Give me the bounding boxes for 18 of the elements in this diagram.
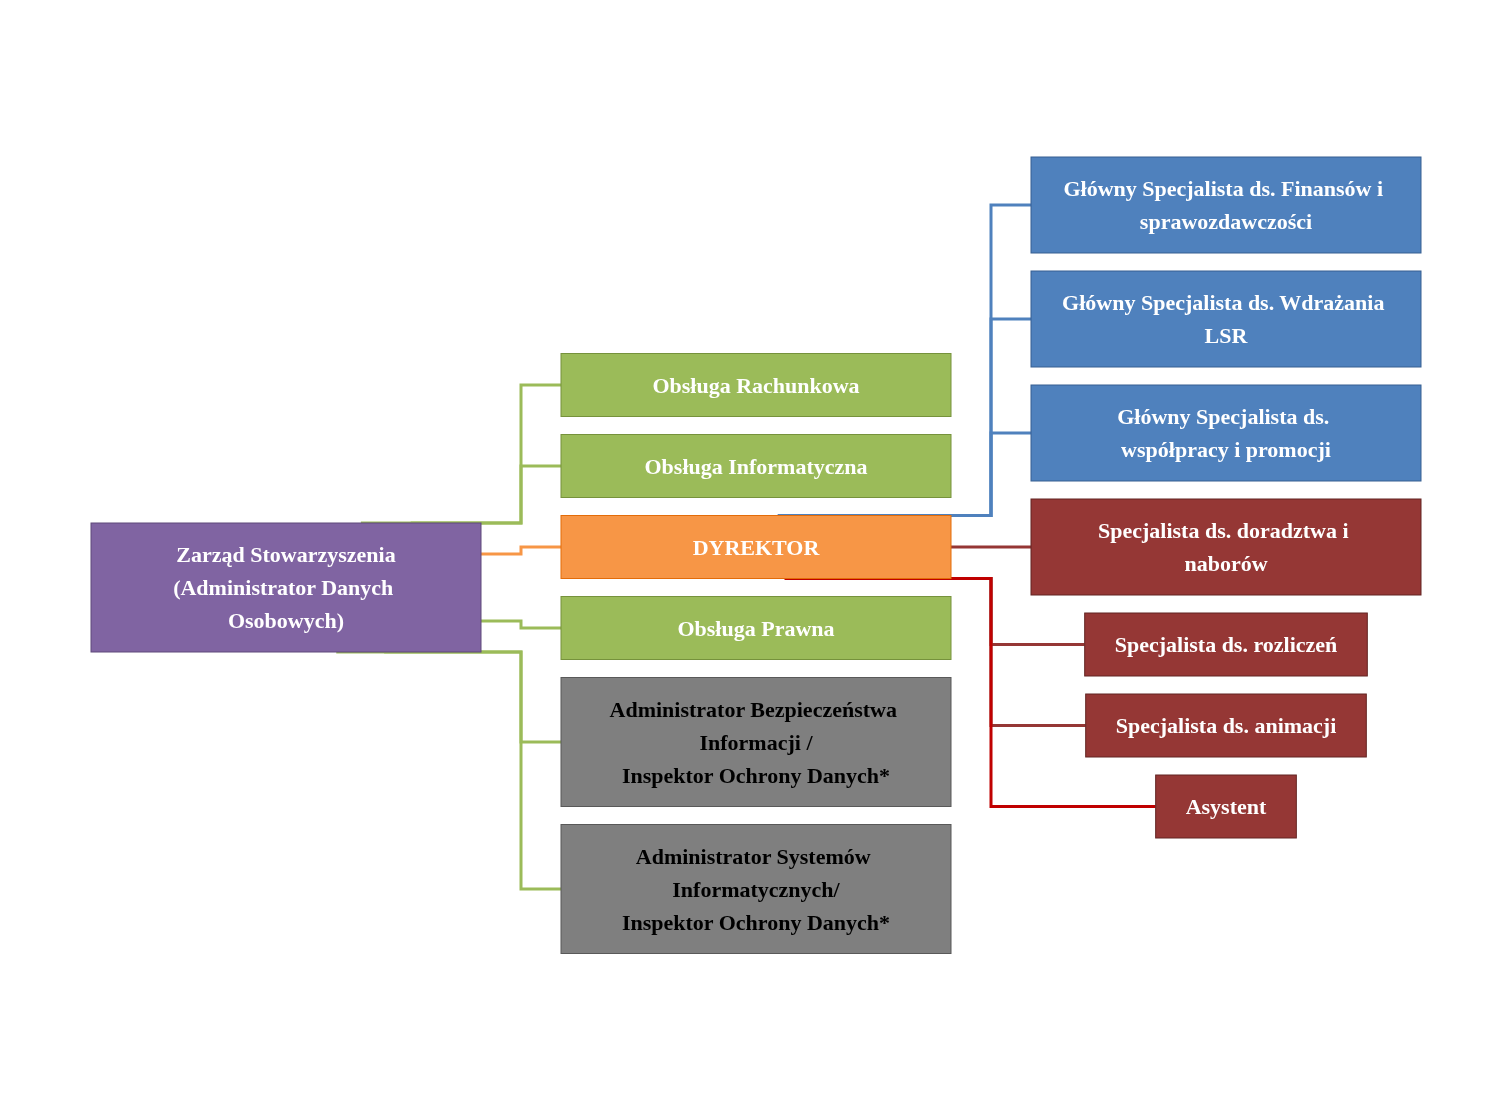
node-box: Specjalista ds. doradztwa i naborów [1030, 498, 1421, 596]
node-box: Asystent [1154, 774, 1297, 839]
connector [335, 650, 562, 891]
node-box: Główny Specjalista ds. współpracy i promocji [1030, 384, 1421, 482]
node-box: Obsługa Rachunkowa [560, 352, 951, 417]
node-box: DYREKTOR [560, 514, 951, 579]
node-box: Główny Specjalista ds. Finansów i sprawozdawczości [1030, 156, 1421, 254]
node-box: Obsługa Prawna [560, 595, 951, 660]
connector [480, 545, 562, 556]
node-box: Zarząd Stowarzyszenia (Administrator Danych Osobowych) [90, 522, 481, 653]
connector [480, 619, 562, 630]
node-box: Specjalista ds. rozliczeń [1083, 612, 1368, 677]
node-box: Obsługa Informatyczna [560, 433, 951, 498]
connector [950, 545, 1032, 549]
node-box: Administrator Systemów Informatycznych/ Inspektor Ochrony Danych* [560, 823, 951, 954]
node-box: Specjalista ds. animacji [1084, 693, 1367, 758]
node-box: Główny Specjalista ds. Wdrażania LSR [1030, 270, 1421, 368]
node-box: Administrator Bezpieczeństwa Informacji / Inspektor Ochrony Danych* [560, 676, 951, 807]
